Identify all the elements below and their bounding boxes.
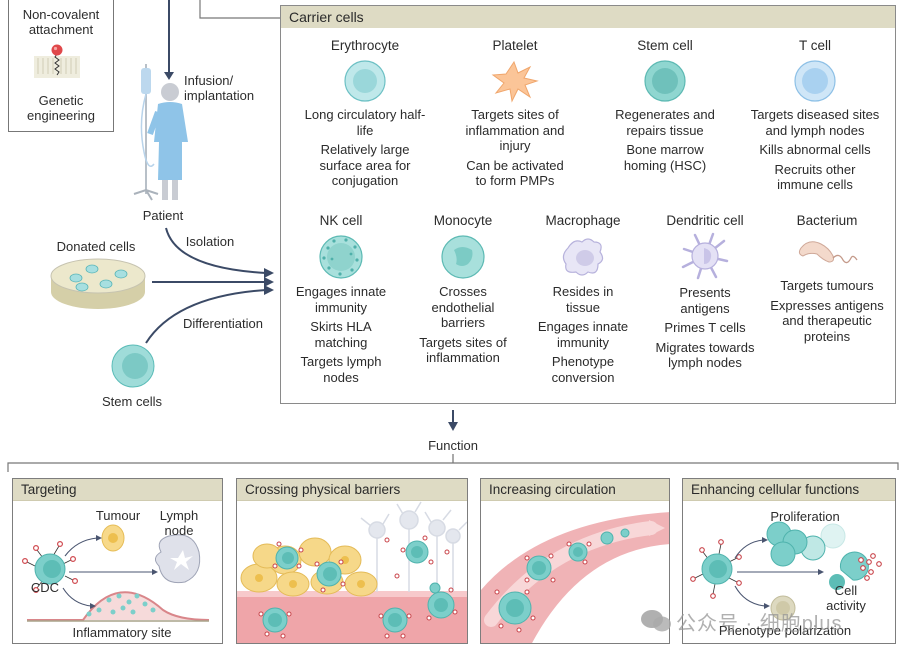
carrier-cell-dendritic-cell: Dendritic cell Presents antigens Primes …: [640, 213, 770, 371]
cell-desc: Resides in tissue: [552, 284, 614, 315]
cell-name: Stem cell: [637, 38, 693, 53]
targeting-illustration: [22, 524, 210, 622]
bacterium-icon: [798, 241, 858, 264]
carrier-cell-t-cell: T cell Targets diseased sites and lymph …: [742, 38, 888, 193]
petri-dish-icon: [50, 258, 146, 309]
t-cell-icon: [794, 60, 836, 102]
label-tumour: Tumour: [95, 508, 141, 523]
label-function: Function: [428, 438, 478, 453]
cell-name: T cell: [798, 38, 831, 53]
carrier-cell-monocyte: Monocyte Crosses endothelial barriers Ta…: [398, 213, 528, 366]
cell-name: Monocyte: [433, 213, 493, 228]
carrier-cell-platelet: Platelet Targets sites of inflammation a…: [450, 38, 580, 189]
cell-desc: Kills abnormal cells: [759, 142, 871, 157]
cell-desc: Skirts HLA matching: [310, 319, 372, 350]
function-title: Increasing circulation: [481, 479, 669, 501]
nk-cell-icon: [319, 235, 363, 279]
label-phenotype-polarization: Phenotype polarization: [718, 623, 852, 638]
function-panel-enhancing-functions: Enhancing cellular functions: [682, 478, 896, 644]
cell-desc: Presents antigens: [679, 285, 731, 316]
cell-desc: Crosses endothelial barriers: [431, 284, 495, 330]
cell-desc: Regenerates and repairs tissue: [615, 107, 715, 138]
cell-desc: Targets tumours: [780, 278, 874, 293]
function-panel-targeting: Targeting: [12, 478, 223, 644]
cell-name: Platelet: [492, 38, 538, 53]
label-cell-activity: Cell activity: [826, 583, 866, 613]
cell-name: Erythrocyte: [330, 38, 400, 53]
cell-desc: Long circulatory half-life: [304, 107, 426, 138]
carrier-cells-title: Carrier cells: [281, 6, 895, 28]
cell-name: Bacterium: [796, 213, 858, 228]
stem-cells-icon: [111, 344, 155, 388]
carrier-cell-macrophage: Macrophage Resides in tissue Engages inn…: [518, 213, 648, 385]
erythrocyte-icon: [344, 60, 386, 102]
label-patient: Patient: [142, 208, 184, 223]
label-lymph-node: Lymph node: [159, 508, 199, 538]
cell-desc: Targets sites of inflammation: [419, 334, 507, 366]
cell-desc: Phenotype conversion: [551, 354, 615, 385]
cell-name: NK cell: [319, 213, 363, 228]
dendritic-cell-icon: [681, 232, 729, 280]
modification-box: [8, 0, 114, 132]
label-cdc: CDC: [30, 580, 60, 595]
patient-icon: [133, 64, 188, 201]
carrier-cell-bacterium: Bacterium Targets tumours Expresses anti…: [762, 213, 892, 344]
cell-desc: Engages innate immunity: [295, 284, 387, 315]
carrier-cells-group: [262, 540, 455, 633]
carrier-cell-nk-cell: NK cell Engages innate immunity Skirts H…: [276, 213, 406, 385]
label-non-covalent: Non-covalent attachment: [22, 7, 100, 37]
label-genetic-engineering: Genetic engineering: [27, 93, 95, 123]
carrier-cell-stem-cell: Stem cell Regenerates and repairs tissue…: [600, 38, 730, 173]
label-proliferation: Proliferation: [770, 509, 840, 524]
cell-desc: Recruits other immune cells: [774, 161, 856, 193]
macrophage-icon: [562, 238, 604, 276]
cell-desc: Migrates towards lymph nodes: [655, 339, 755, 371]
function-title: Crossing physical barriers: [237, 479, 467, 501]
stem-cell-icon: [644, 60, 686, 102]
cell-desc: Targets diseased sites and lymph nodes: [750, 107, 880, 138]
cell-desc: Bone marrow homing (HSC): [623, 142, 707, 173]
cell-name: Dendritic cell: [666, 213, 744, 228]
label-donated-cells: Donated cells: [56, 239, 136, 254]
cell-desc: Targets lymph nodes: [300, 354, 382, 385]
label-stem-cells: Stem cells: [102, 394, 162, 409]
function-panel-increasing-circulation: Increasing circulation: [480, 478, 670, 644]
function-title: Targeting: [13, 479, 222, 501]
function-panel-crossing-barriers: Crossing physical barriers: [236, 478, 468, 644]
genetic-engineering-icon: [34, 44, 80, 78]
label-inflammatory-site: Inflammatory site: [72, 625, 172, 640]
watermark: 公众号 · 细胞plus: [676, 613, 843, 635]
barrier-illustration: [237, 501, 467, 643]
platelet-icon: [491, 60, 539, 103]
monocyte-icon: [441, 235, 485, 279]
cell-desc: Can be activated to form PMPs: [466, 157, 564, 189]
cell-desc: Primes T cells: [664, 320, 746, 335]
label-isolation: Isolation: [185, 234, 235, 249]
carrier-cell-erythrocyte: Erythrocyte Long circulatory half-life R…: [300, 38, 430, 189]
cell-desc: Engages innate immunity: [537, 319, 629, 350]
label-infusion: Infusion/ implantation: [184, 73, 255, 103]
wechat-icon: [641, 610, 671, 632]
enhancing-illustration: [690, 521, 882, 621]
cell-desc: Targets sites of inflammation and injury: [465, 107, 565, 153]
function-title: Enhancing cellular functions: [683, 479, 895, 501]
cell-name: Macrophage: [545, 213, 621, 228]
label-differentiation: Differentiation: [183, 316, 263, 331]
circulation-illustration: [481, 512, 669, 643]
cell-desc: Expresses antigens and therapeutic prote…: [770, 297, 884, 344]
cell-desc: Relatively large surface area for conjug…: [319, 142, 411, 188]
